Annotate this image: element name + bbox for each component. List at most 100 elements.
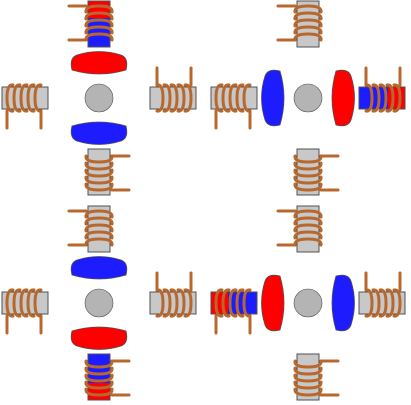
coil-left (1, 288, 49, 335)
winding-turn-bottom-3 (293, 168, 323, 178)
winding-turn-right-1 (392, 288, 402, 318)
winding-turn-left-5 (242, 83, 252, 113)
coil-left (210, 83, 258, 130)
winding-turn-left-4 (235, 288, 245, 318)
winding-turn-top-1 (84, 4, 114, 14)
coil-bottom (84, 148, 131, 196)
winding-turn-bottom-2 (84, 380, 114, 390)
panel-step-1 (1, 0, 197, 196)
winding-turn-bottom-5 (293, 154, 323, 164)
winding-turn-left-4 (26, 288, 36, 318)
rotor (261, 69, 355, 127)
winding-turn-bottom-3 (84, 373, 114, 383)
winding-turn-bottom-1 (84, 387, 114, 397)
winding-turn-right-3 (378, 288, 388, 318)
winding-turn-right-5 (155, 83, 165, 113)
winding-turn-right-5 (364, 288, 374, 318)
winding-turn-bottom-5 (84, 154, 114, 164)
winding-turn-right-3 (169, 288, 179, 318)
winding-turn-bottom-4 (293, 366, 323, 376)
winding-turn-bottom-4 (84, 161, 114, 171)
winding-turn-left-1 (214, 83, 224, 113)
motor-assembly (210, 0, 406, 196)
winding-turn-bottom-5 (293, 359, 323, 369)
rotor-hub (84, 83, 114, 113)
pole-piece-outline-right (358, 86, 406, 110)
rotor-pole-bottom (70, 326, 128, 350)
coil-right (358, 66, 406, 113)
winding-turn-top-2 (293, 11, 323, 21)
rotor-pole-left (261, 69, 285, 127)
winding-turn-right-4 (162, 288, 172, 318)
winding-turn-left-5 (242, 288, 252, 318)
pole-piece-outline-top (87, 0, 111, 48)
coil-right (358, 271, 406, 318)
winding-turn-top-3 (293, 223, 323, 233)
rotor-pole-right (331, 274, 355, 332)
winding-turn-right-4 (371, 288, 381, 318)
winding-turn-right-2 (385, 83, 395, 113)
rotor-pole-left (261, 274, 285, 332)
rotor (70, 256, 128, 350)
winding-turn-left-5 (33, 288, 43, 318)
winding-turn-bottom-3 (84, 168, 114, 178)
winding-turn-right-2 (385, 288, 395, 318)
rotor (261, 274, 355, 332)
rotor-pole-top (70, 51, 128, 75)
coil-top (67, 0, 114, 48)
motor-assembly (1, 0, 197, 196)
rotor-hub (293, 288, 323, 318)
coil-top (276, 205, 323, 253)
winding-turn-bottom-4 (84, 366, 114, 376)
coil-right (149, 66, 197, 113)
winding-turn-top-4 (293, 25, 323, 35)
rotor-pole-right (331, 69, 355, 127)
panel-step-2 (210, 0, 406, 196)
winding-turn-left-3 (228, 83, 238, 113)
winding-turn-bottom-2 (293, 380, 323, 390)
winding-turn-top-1 (293, 4, 323, 14)
winding-turn-top-3 (84, 18, 114, 28)
winding-turn-bottom-2 (293, 175, 323, 185)
winding-turn-top-5 (293, 32, 323, 42)
winding-turn-top-2 (293, 216, 323, 226)
winding-turn-right-3 (169, 83, 179, 113)
winding-turn-left-2 (221, 83, 231, 113)
winding-turn-right-4 (162, 83, 172, 113)
winding-turn-left-1 (5, 288, 15, 318)
winding-turn-bottom-1 (293, 387, 323, 397)
winding-turn-left-5 (33, 83, 43, 113)
winding-turn-top-1 (293, 209, 323, 219)
winding-turn-top-1 (84, 209, 114, 219)
coil-bottom (293, 353, 340, 401)
winding-turn-right-1 (183, 83, 193, 113)
winding-turn-left-4 (26, 83, 36, 113)
winding-turn-bottom-4 (293, 161, 323, 171)
winding-turn-top-2 (84, 11, 114, 21)
winding-turn-top-5 (84, 32, 114, 42)
winding-turn-left-2 (12, 83, 22, 113)
winding-turn-top-4 (84, 230, 114, 240)
winding-turn-top-4 (84, 25, 114, 35)
winding-turn-right-2 (176, 83, 186, 113)
winding-turn-top-5 (293, 237, 323, 247)
winding-turn-bottom-2 (84, 175, 114, 185)
winding-turn-right-5 (155, 288, 165, 318)
winding-turn-right-4 (371, 83, 381, 113)
winding-turn-bottom-3 (293, 373, 323, 383)
panel-step-3 (1, 205, 197, 401)
winding-turn-top-2 (84, 216, 114, 226)
winding-turn-left-1 (214, 288, 224, 318)
coil-top (276, 0, 323, 48)
rotor (70, 51, 128, 145)
winding-turn-bottom-1 (293, 182, 323, 192)
winding-turn-right-3 (378, 83, 388, 113)
coil-left (210, 288, 258, 335)
winding-turn-right-1 (183, 288, 193, 318)
winding-turn-left-4 (235, 83, 245, 113)
motor-assembly (1, 205, 197, 401)
winding-turn-left-3 (19, 83, 29, 113)
rotor-hub (293, 83, 323, 113)
winding-turn-left-2 (12, 288, 22, 318)
